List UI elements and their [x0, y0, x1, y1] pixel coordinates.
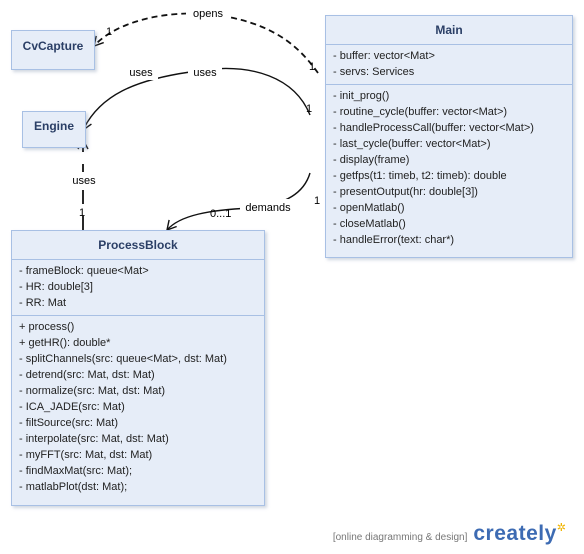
method-row: - closeMatlab() — [333, 218, 406, 230]
opens-label-bg — [186, 5, 230, 21]
attribute-row: - frameBlock: queue<Mat> — [19, 265, 149, 277]
opens-mult-target: 1 — [106, 26, 112, 38]
class-name: ProcessBlock — [98, 238, 178, 252]
class-name: Engine — [33, 119, 74, 133]
method-row: - handleProcessCall(buffer: vector<Mat>) — [333, 122, 534, 134]
class-name: CvCapture — [22, 39, 84, 53]
main-engine-mult: 1 — [306, 103, 312, 115]
uses-far-label: uses — [193, 67, 217, 79]
method-row: - presentOutput(hr: double[3]) — [333, 186, 478, 198]
uses-near-label-bg — [124, 65, 158, 80]
method-row: - ICA_JADE(src: Mat) — [19, 401, 125, 413]
demands-mult-target: 0...1 — [210, 208, 231, 220]
method-row: - splitChannels(src: queue<Mat>, dst: Ma… — [19, 353, 227, 365]
method-row: - routine_cycle(buffer: vector<Mat>) — [333, 106, 508, 118]
method-row: + process() — [19, 321, 75, 333]
class-engine[interactable]: Engine — [22, 111, 86, 148]
method-row: - display(frame) — [333, 154, 410, 166]
attribute-row: - HR: double[3] — [19, 281, 93, 293]
method-row: - matlabPlot(dst: Mat); — [19, 481, 128, 493]
method-row: + getHR(): double* — [19, 337, 111, 349]
lightbulb-icon: ✲ — [556, 522, 566, 534]
method-row: - handleError(text: char*) — [333, 234, 455, 246]
method-row: - last_cycle(buffer: vector<Mat>) — [333, 138, 491, 150]
opens-connector — [93, 12, 319, 74]
opens-mult-source: 1 — [309, 61, 315, 73]
method-row: - normalize(src: Mat, dst: Mat) — [19, 385, 166, 397]
creately-watermark: [online diagramming & design] creately ✲ — [333, 522, 572, 546]
method-row: - detrend(src: Mat, dst: Mat) — [19, 369, 155, 381]
pb-uses-label-bg — [67, 172, 101, 187]
demands-label: demands — [245, 202, 291, 214]
demands-label-bg — [240, 199, 296, 215]
attributes-section: - frameBlock: queue<Mat> - HR: double[3] -… — [12, 259, 264, 315]
class-processblock[interactable]: ProcessBlock - frameBlock: queue<Mat> - H… — [11, 230, 265, 506]
attributes-section: - buffer: vector<Mat> - servs: Services — [326, 44, 572, 84]
demands-mult-source: 1 — [314, 195, 320, 207]
class-main[interactable]: Main - buffer: vector<Mat> - servs: Servi… — [325, 15, 573, 258]
method-row: - myFFT(src: Mat, dst: Mat) — [19, 449, 153, 461]
pb-engine-mult: 1 — [79, 207, 85, 219]
creately-logo: creately — [473, 522, 557, 545]
uses-far-label-bg — [188, 65, 222, 80]
method-row: - init_prog() — [333, 90, 390, 102]
method-row: - findMaxMat(src: Mat); — [19, 465, 133, 477]
uses-near-label: uses — [129, 67, 153, 79]
opens-label: opens — [193, 8, 223, 20]
watermark-text: [online diagramming & design] — [332, 532, 468, 543]
method-row: - openMatlab() — [333, 202, 405, 214]
methods-section: + process() + getHR(): double* - splitChan… — [12, 315, 264, 499]
attribute-row: - buffer: vector<Mat> — [333, 50, 435, 62]
method-row: - getfps(t1: timeb, t2: timeb): double — [333, 170, 507, 182]
methods-section: - init_prog() - routine_cycle(buffer: vec… — [326, 84, 572, 252]
attribute-row: - servs: Services — [333, 66, 415, 78]
method-row: - filtSource(src: Mat) — [19, 417, 119, 429]
class-cvcapture[interactable]: CvCapture — [11, 30, 95, 70]
method-row: - interpolate(src: Mat, dst: Mat) — [19, 433, 169, 445]
attribute-row: - RR: Mat — [19, 297, 67, 309]
pb-uses-label: uses — [72, 175, 96, 187]
class-name: Main — [435, 23, 463, 37]
